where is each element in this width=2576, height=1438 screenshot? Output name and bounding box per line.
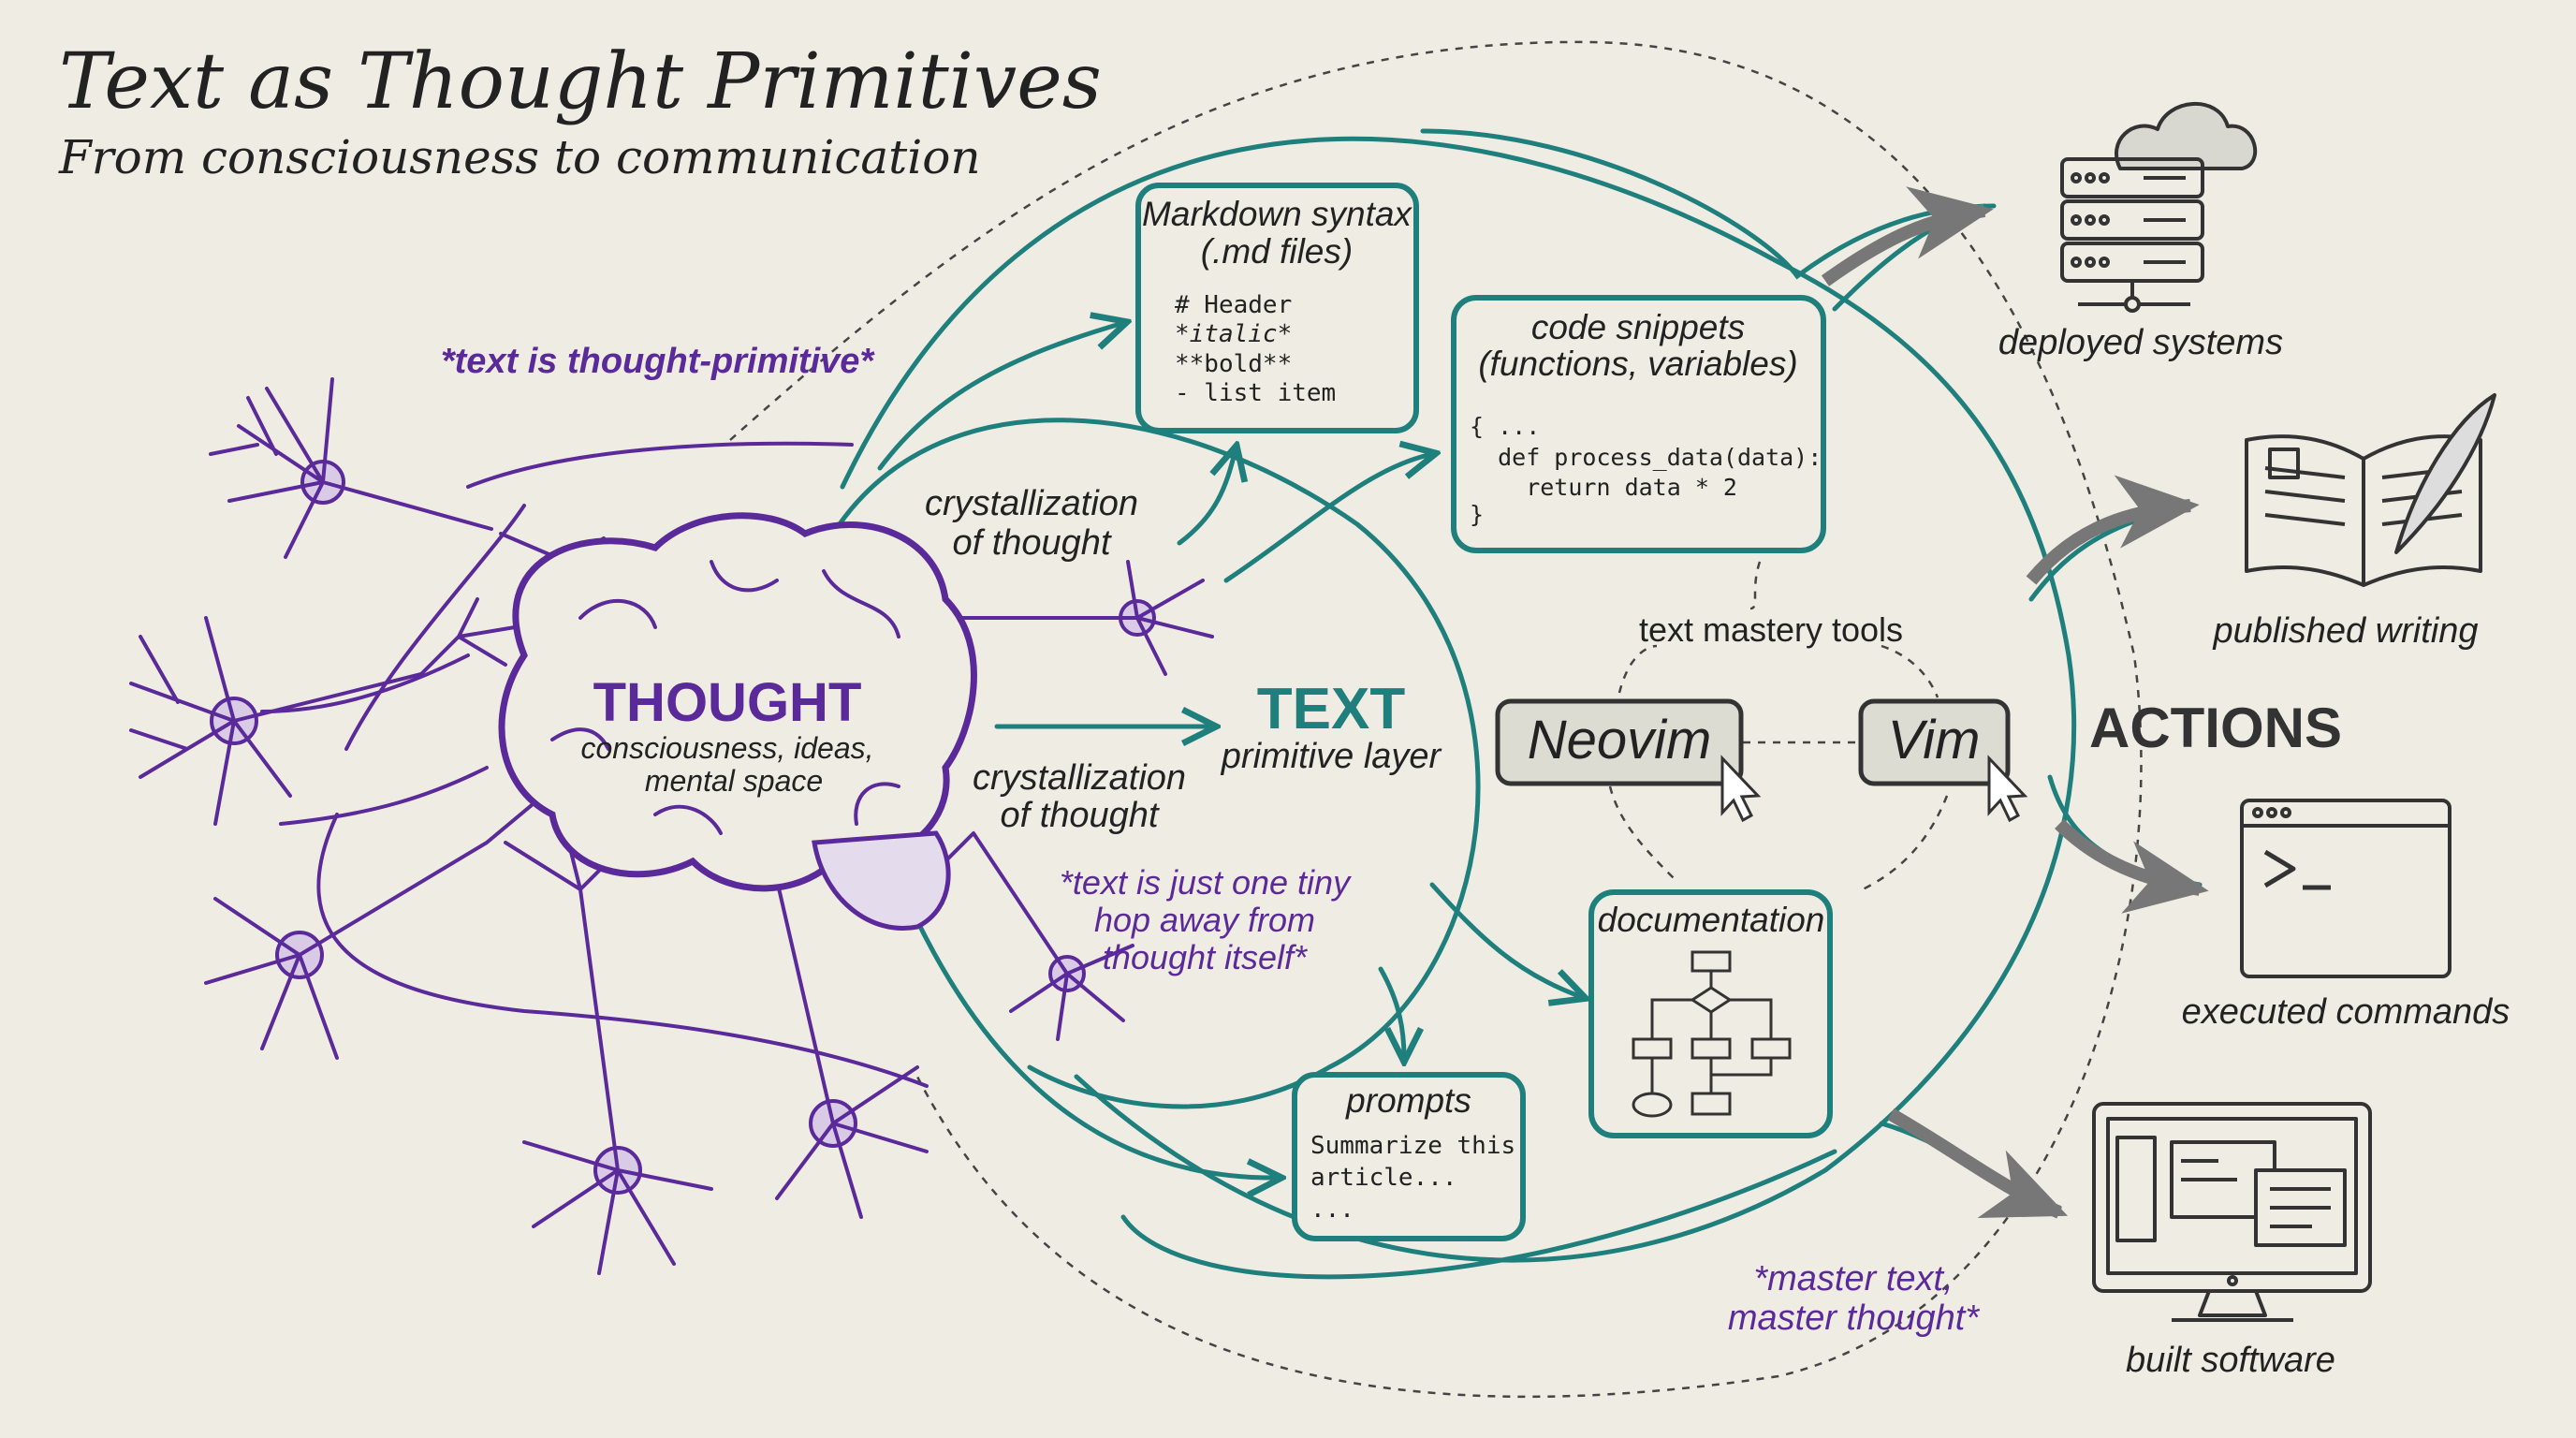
note-hop-line: hop away from: [1094, 901, 1315, 939]
code-title: (functions, variables): [1478, 345, 1797, 383]
action-arrows: [1821, 186, 2209, 1219]
thought-title: THOUGHT: [593, 672, 862, 733]
neuron-4: [504, 813, 713, 1275]
action-built-software: built software: [2126, 1341, 2335, 1380]
prompts-box: prompts Summarize this article... ...: [1292, 1072, 1526, 1241]
crystallization-bottom: of thought: [1000, 796, 1159, 835]
neuron-3: [204, 747, 601, 1060]
cursor-icon: [1720, 755, 1762, 823]
thought-line-1: consciousness, ideas,: [580, 731, 873, 765]
neuron-5: [728, 822, 929, 1219]
flowchart-icon: [1632, 950, 1792, 1118]
neuron-6: [929, 560, 1214, 676]
code-line: { ...: [1470, 413, 1540, 440]
code-line: def process_data(data):: [1470, 444, 1822, 471]
markdown-title: Markdown syntax: [1142, 195, 1412, 233]
note-master-line: master thought*: [1728, 1299, 1980, 1338]
code-line: }: [1470, 501, 1484, 528]
markdown-line: **bold**: [1175, 350, 1292, 378]
neovim-button[interactable]: Neovim: [1495, 698, 1762, 823]
action-executed-commands: executed commands: [2182, 992, 2510, 1032]
neurons: [129, 377, 1214, 1275]
code-snippets-box: code snippets (functions, variables) { .…: [1451, 295, 1826, 553]
actions-title: ACTIONS: [2089, 697, 2342, 759]
cursor-icon: [1987, 755, 2028, 823]
brain-icon: THOUGHT consciousness, ideas, mental spa…: [498, 512, 977, 931]
tools-label: text mastery tools: [1639, 610, 1903, 649]
prompts-line: Summarize this: [1310, 1132, 1515, 1160]
markdown-box: Markdown syntax (.md files) # Header *it…: [1135, 183, 1419, 433]
monitor-software-icon: [2092, 1102, 2372, 1322]
outer-dashed-loop: [729, 40, 2143, 1399]
note-hop-line: thought itself*: [1103, 938, 1308, 976]
action-deployed-systems: deployed systems: [1998, 323, 2283, 362]
text-layer-title: TEXT: [1257, 677, 1406, 741]
page-subtitle: From consciousness to communication: [58, 130, 981, 184]
neuron-2: [129, 597, 517, 826]
documentation-box: documentation: [1588, 889, 1833, 1138]
vim-label: Vim: [1888, 710, 1981, 770]
note-hop: *text is just one tiny hop away from tho…: [1060, 863, 1352, 976]
book-quill-icon: [2245, 393, 2496, 587]
prompts-line: ...: [1310, 1196, 1354, 1224]
neovim-label: Neovim: [1528, 710, 1712, 770]
note-text-is-thought-primitive: *text is thought-primitive*: [441, 342, 876, 381]
prompts-title: prompts: [1345, 1081, 1471, 1120]
action-published-writing: published writing: [2212, 611, 2478, 651]
note-master: *master text, master thought*: [1728, 1259, 1980, 1338]
note-master-line: *master text,: [1753, 1259, 1953, 1299]
markdown-line: - list item: [1175, 379, 1336, 407]
code-line: return data * 2: [1470, 474, 1737, 501]
code-title: code snippets: [1531, 308, 1745, 346]
server-cloud-icon: [2060, 102, 2258, 313]
documentation-title: documentation: [1598, 901, 1825, 939]
crystallization-top: crystallization: [925, 484, 1138, 523]
text-mastery-tools: text mastery tools Neovim Vim: [1495, 561, 2028, 891]
vim-button[interactable]: Vim: [1858, 698, 2028, 823]
crystallization-top: of thought: [952, 523, 1111, 563]
page-title: Text as Thought Primitives: [59, 37, 1102, 126]
markdown-title: (.md files): [1201, 232, 1353, 271]
neuron-7: [944, 831, 1134, 1041]
note-hop-line: *text is just one tiny: [1060, 863, 1352, 902]
thought-line-2: mental space: [645, 764, 823, 798]
crystallization-bottom: crystallization: [973, 758, 1186, 798]
markdown-line: # Header: [1175, 291, 1292, 319]
markdown-line: *italic*: [1175, 320, 1292, 348]
neuron-1: [209, 377, 624, 615]
text-layer-subtitle: primitive layer: [1221, 737, 1442, 776]
prompts-line: article...: [1310, 1164, 1457, 1192]
terminal-icon: [2240, 799, 2452, 978]
